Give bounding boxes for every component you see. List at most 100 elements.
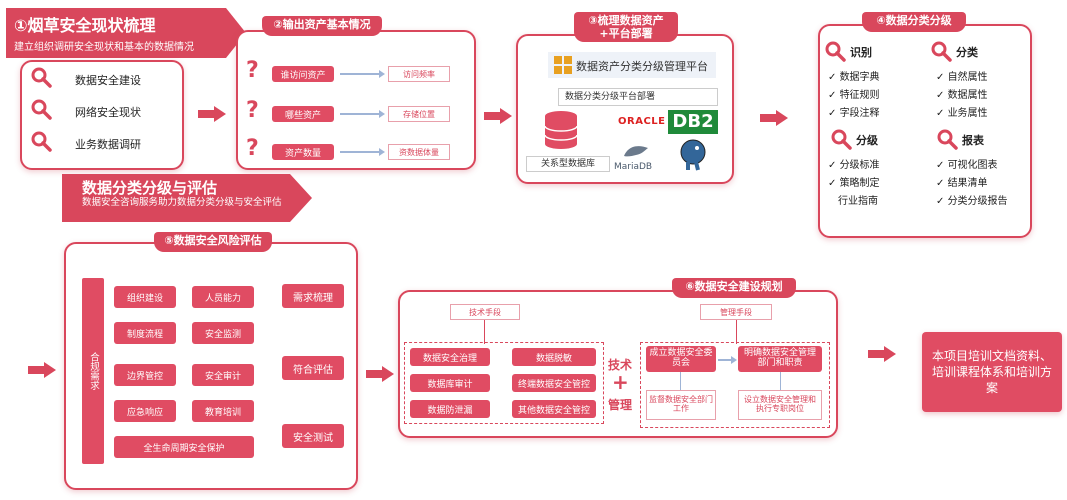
search-icon bbox=[31, 131, 52, 152]
flow-arrow-icon bbox=[28, 362, 58, 378]
assessment-box: 符合评估 bbox=[282, 356, 344, 380]
question-icon: ? bbox=[246, 58, 259, 83]
deploy-label: 数据分类分级平台部署 bbox=[558, 88, 718, 106]
search-icon bbox=[31, 67, 52, 88]
group-title: 分类 bbox=[956, 46, 978, 59]
grid-box: 教育培训 bbox=[192, 400, 254, 422]
banner-1-subtitle: 建立组织调研安全现状和基本的数据情况 bbox=[14, 42, 194, 53]
flow-arrow-icon bbox=[198, 106, 228, 122]
tech-item: 数据防泄漏 bbox=[410, 400, 490, 418]
final-box: 本项目培训文档资料、培训课程体系和培训方案 bbox=[922, 332, 1062, 412]
compliance-side: 合规需求 bbox=[82, 278, 104, 464]
tech-label: 技术手段 bbox=[450, 304, 520, 320]
connector-line bbox=[780, 372, 781, 390]
connector-line bbox=[736, 320, 737, 344]
tech-item: 数据库审计 bbox=[410, 374, 490, 392]
arrow-icon bbox=[340, 148, 385, 156]
lifecycle-box: 全生命周期安全保护 bbox=[114, 436, 254, 458]
check-item: ✓ 特征规则 bbox=[828, 90, 880, 101]
banner-1-title: ①烟草安全现状梳理 bbox=[14, 16, 156, 35]
mgmt-item: 监督数据安全部门工作 bbox=[646, 390, 716, 420]
check-item: ✓ 结果清单 bbox=[936, 178, 988, 189]
connector-line bbox=[680, 372, 681, 390]
grid-box: 安全监测 bbox=[192, 322, 254, 344]
check-item: ✓ 可视化图表 bbox=[936, 160, 998, 171]
check-item: ✓ 字段注释 bbox=[828, 108, 880, 119]
oracle-logo: ORACLE bbox=[618, 116, 666, 127]
banner-2-shape bbox=[62, 174, 312, 222]
platform-banner bbox=[548, 52, 716, 78]
search-icon bbox=[825, 41, 846, 62]
grid-box: 边界管控 bbox=[114, 364, 176, 386]
assessment-box: 需求梳理 bbox=[282, 284, 344, 308]
step2-left-box: 谁访问资产 bbox=[272, 66, 334, 82]
arrow-icon bbox=[718, 356, 737, 364]
flow-arrow-icon bbox=[868, 346, 898, 362]
connector-line bbox=[484, 320, 485, 344]
step2-right-box: 存储位置 bbox=[388, 106, 450, 122]
step2-left-box: 哪些资产 bbox=[272, 106, 334, 122]
step3-tab-text: ③梳理数据资产 +平台部署 bbox=[588, 14, 664, 40]
mgmt-group bbox=[640, 342, 830, 428]
question-icon: ? bbox=[246, 98, 259, 123]
compliance-label: 合规需求 bbox=[88, 352, 99, 390]
tech-item: 其他数据安全管控 bbox=[512, 400, 596, 418]
check-item: ✓ 分级标准 bbox=[828, 160, 880, 171]
postgresql-elephant-icon bbox=[680, 139, 706, 171]
check-item: ✓ 自然属性 bbox=[936, 72, 988, 83]
check-item: 行业指南 bbox=[838, 196, 878, 207]
step5-tab: ⑤数据安全风险评估 bbox=[154, 232, 272, 252]
tech-item: 数据脱敏 bbox=[512, 348, 596, 366]
banner-1-shape bbox=[6, 8, 246, 58]
step4-tab: ④数据分类分级 bbox=[862, 12, 966, 32]
step1-item: 网络安全现状 bbox=[75, 106, 141, 119]
db2-logo: DB2 bbox=[668, 110, 718, 134]
mariadb-logo: MariaDB bbox=[614, 162, 653, 172]
step6-tab: ⑥数据安全建设规划 bbox=[672, 278, 796, 298]
step1-item: 业务数据调研 bbox=[75, 138, 141, 151]
assessment-box: 安全测试 bbox=[282, 424, 344, 448]
center-tech: 技术 bbox=[608, 358, 633, 372]
step2-tab: ②输出资产基本情况 bbox=[262, 16, 382, 36]
mgmt-item: 明确数据安全管理部门和职责 bbox=[738, 346, 822, 372]
tech-item: 终端数据安全管控 bbox=[512, 374, 596, 392]
check-item: ✓ 业务属性 bbox=[936, 108, 988, 119]
center-mgmt: 管理 bbox=[608, 398, 633, 412]
search-icon bbox=[31, 99, 52, 120]
grid-box: 组织建设 bbox=[114, 286, 176, 308]
check-item: ✓ 数据属性 bbox=[936, 90, 988, 101]
grid-logo-icon bbox=[554, 56, 572, 74]
check-item: ✓ 数据字典 bbox=[828, 72, 880, 83]
mgmt-item: 设立数据安全管理和执行专职岗位 bbox=[738, 390, 822, 420]
arrow-icon bbox=[340, 70, 385, 78]
database-icon bbox=[544, 111, 578, 149]
banner-2-title: 数据分类分级与评估 bbox=[82, 179, 218, 197]
grid-box: 安全审计 bbox=[192, 364, 254, 386]
search-icon bbox=[937, 129, 958, 150]
step4-card bbox=[818, 24, 1032, 238]
mgmt-item: 成立数据安全委员会 bbox=[646, 346, 716, 372]
banner-1: ①烟草安全现状梳理 建立组织调研安全现状和基本的数据情况 bbox=[6, 8, 246, 58]
final-text: 本项目培训文档资料、培训课程体系和培训方案 bbox=[932, 348, 1053, 396]
step2-right-box: 资数据体量 bbox=[388, 144, 450, 160]
step2-left-box: 资产数量 bbox=[272, 144, 334, 160]
check-item: ✓ 分类分级报告 bbox=[936, 196, 1008, 207]
mariadb-seal-icon bbox=[624, 146, 648, 157]
flow-arrow-icon bbox=[484, 108, 514, 124]
arrow-icon bbox=[340, 110, 385, 118]
grid-box: 制度流程 bbox=[114, 322, 176, 344]
step2-right-box: 访问频率 bbox=[388, 66, 450, 82]
question-icon: ? bbox=[246, 136, 259, 161]
check-item: ✓ 策略制定 bbox=[828, 178, 880, 189]
platform-title: 数据资产分类分级管理平台 bbox=[576, 60, 708, 73]
flow-arrow-icon bbox=[366, 366, 396, 382]
tech-item: 数据安全治理 bbox=[410, 348, 490, 366]
banner-2: 数据分类分级与评估 数据安全咨询服务助力数据分类分级与安全评估 bbox=[62, 174, 312, 222]
grid-box: 应急响应 bbox=[114, 400, 176, 422]
search-icon bbox=[831, 129, 852, 150]
center-plus: + bbox=[612, 370, 629, 394]
grid-box: 人员能力 bbox=[192, 286, 254, 308]
search-icon bbox=[931, 41, 952, 62]
group-title: 报表 bbox=[962, 134, 984, 147]
group-title: 分级 bbox=[856, 134, 878, 147]
